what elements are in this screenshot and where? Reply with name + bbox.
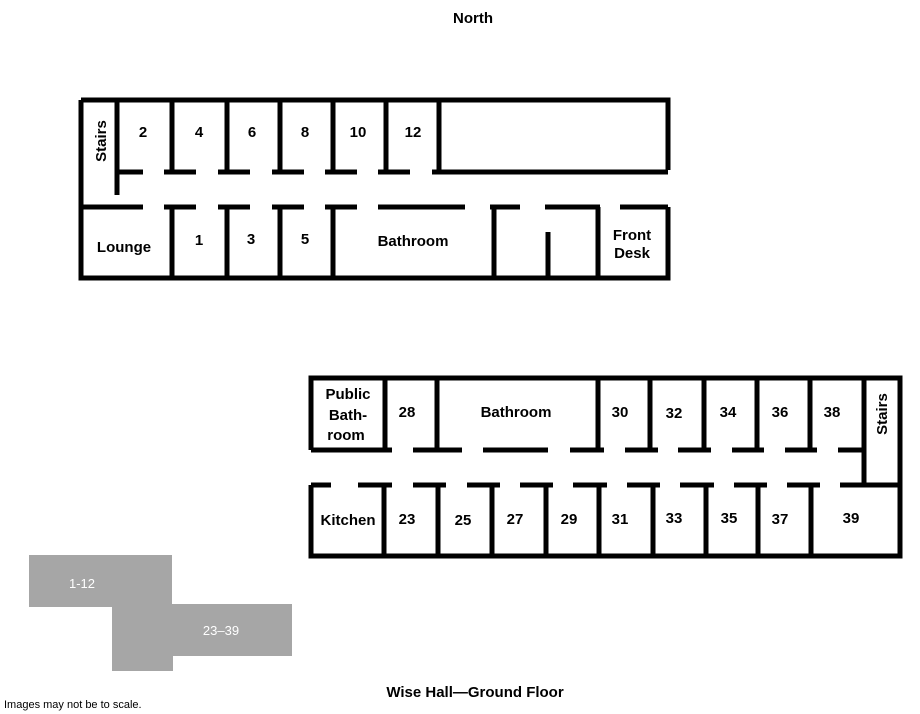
room-label: 36 (772, 404, 789, 421)
building-a-north-dividers (169, 100, 442, 172)
building-a-stairs-label: Stairs (93, 120, 110, 162)
lounge-label: Lounge (97, 239, 151, 256)
building-a-outline (78, 97, 671, 281)
key-block-23-39 (112, 604, 292, 656)
building-b-outline (308, 375, 903, 559)
kitchen-label: Kitchen (320, 512, 375, 529)
room-label: 5 (301, 231, 309, 248)
room-label: 2 (139, 124, 147, 141)
room-label: 39 (843, 510, 860, 527)
room-label: 33 (666, 510, 683, 527)
room-label: 8 (301, 124, 309, 141)
bathroom-label: Bathroom (481, 404, 552, 421)
key-label-1-12: 1-12 (69, 576, 95, 591)
room-label: 34 (720, 404, 737, 421)
room-label: 10 (350, 124, 367, 141)
key-block-1-12 (29, 555, 172, 607)
building-b-north-dividers (382, 378, 813, 450)
room-label: 31 (612, 511, 629, 528)
key-map: 1-12 23–39 (29, 555, 292, 671)
building-b: Public Bath- room 28 Bathroom 30 32 34 3… (308, 375, 903, 559)
room-label: 37 (772, 511, 789, 528)
room-label: 32 (666, 405, 683, 422)
room-label: 23 (399, 511, 416, 528)
room-label: 30 (612, 404, 629, 421)
compass-north-label: North (453, 10, 493, 27)
public-bathroom-label-line1: Public (325, 386, 370, 403)
room-label: 6 (248, 124, 256, 141)
room-label: 35 (721, 510, 738, 527)
room-label: 25 (455, 512, 472, 529)
building-b-stairs-label: Stairs (874, 393, 891, 435)
key-block-23-39-tail (112, 650, 173, 671)
building-a-south-dividers (169, 207, 601, 278)
page-title: Wise Hall—Ground Floor (386, 684, 564, 701)
room-label: 27 (507, 511, 524, 528)
room-label: 38 (824, 404, 841, 421)
room-label: 4 (195, 124, 204, 141)
public-bathroom-label-line2: Bath- (329, 407, 367, 424)
key-label-23-39: 23–39 (203, 623, 239, 638)
building-b-south-dividers (381, 485, 814, 556)
building-a: Stairs 2 4 6 8 10 12 Lounge 1 3 5 Bathro… (78, 97, 671, 281)
room-label: 12 (405, 124, 422, 141)
room-label: 28 (399, 404, 416, 421)
room-label: 3 (247, 231, 255, 248)
room-label: 1 (195, 232, 203, 249)
front-desk-label-line2: Desk (614, 245, 651, 262)
public-bathroom-label-line3: room (327, 427, 365, 444)
scale-note: Images may not be to scale. (4, 699, 142, 711)
room-label: 29 (561, 511, 578, 528)
front-desk-label-line1: Front (613, 227, 651, 244)
bathroom-label: Bathroom (378, 233, 449, 250)
